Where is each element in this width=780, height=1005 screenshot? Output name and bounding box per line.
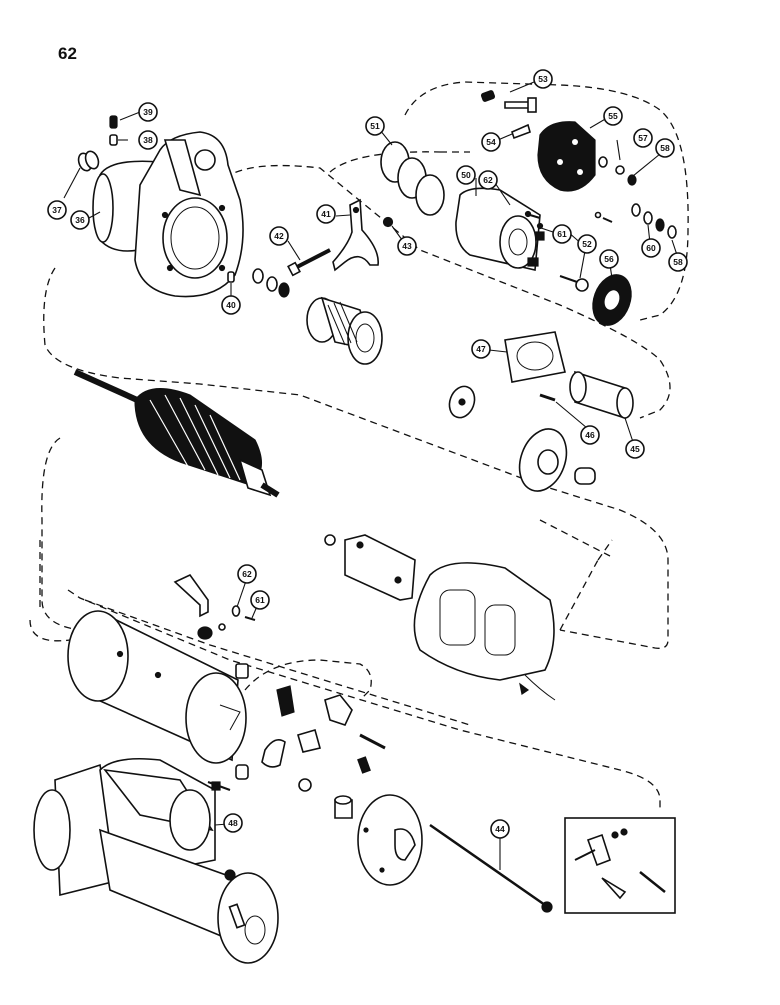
callout-56: 56 [599, 249, 619, 269]
svg-text:45: 45 [630, 444, 640, 454]
inset-detail-box [564, 817, 676, 914]
svg-text:55: 55 [608, 111, 618, 121]
svg-text:52: 52 [582, 239, 592, 249]
callout-54: 54 [481, 132, 501, 152]
svg-text:44: 44 [495, 824, 505, 834]
part-36-drive-housing [92, 131, 244, 298]
svg-text:46: 46 [585, 430, 595, 440]
svg-text:41: 41 [321, 209, 331, 219]
terminal-strap [173, 573, 209, 618]
part-51-rings [380, 141, 445, 216]
svg-text:42: 42 [274, 231, 284, 241]
svg-text:48: 48 [228, 818, 238, 828]
part-46-pin [539, 393, 556, 402]
callout-51: 51 [365, 116, 385, 136]
part-42-bolt [287, 248, 331, 277]
callout-61-lower: 61 [250, 590, 270, 610]
part-47-gasket [504, 331, 566, 383]
lower-screws [197, 605, 256, 640]
svg-text:39: 39 [143, 107, 153, 117]
pole-shoe [324, 534, 416, 601]
part-40-pin [227, 271, 235, 283]
svg-text:53: 53 [538, 74, 548, 84]
part-37-bushing [77, 150, 100, 172]
svg-text:61: 61 [255, 595, 265, 605]
end-washer [298, 778, 312, 792]
drive-washers [252, 268, 290, 298]
page-number: 62 [58, 44, 77, 63]
callout-42: 42 [269, 226, 289, 246]
callout-60: 60 [641, 238, 661, 258]
field-frame [67, 610, 247, 764]
svg-text:47: 47 [476, 344, 486, 354]
terminal-hardware [594, 156, 677, 239]
end-bushing [334, 795, 353, 819]
part-53-spring-bolt [480, 90, 537, 113]
part-43-nut [382, 216, 394, 228]
part-38-39-pins [109, 115, 118, 146]
svg-text:43: 43 [402, 241, 412, 251]
callout-62-upper: 62 [478, 170, 498, 190]
callout-39: 39 [138, 102, 158, 122]
drive-pinion-assembly [306, 296, 383, 365]
svg-text:50: 50 [461, 170, 471, 180]
svg-text:62: 62 [242, 569, 252, 579]
callout-43: 43 [397, 236, 417, 256]
part-55-end-cap [537, 121, 596, 192]
part-50-solenoid [455, 187, 545, 271]
callout-47: 47 [471, 339, 491, 359]
commutator-end-plate [357, 794, 423, 886]
svg-text:56: 56 [604, 254, 614, 264]
solenoid-screws [524, 210, 544, 230]
callout-55: 55 [603, 106, 623, 126]
callout-36: 36 [70, 210, 90, 230]
part-41-shift-lever [332, 198, 379, 272]
svg-text:36: 36 [75, 215, 85, 225]
svg-text:58: 58 [673, 257, 683, 267]
callout-50: 50 [456, 165, 476, 185]
callout-61-upper: 61 [552, 224, 572, 244]
callout-38: 38 [138, 130, 158, 150]
svg-text:62: 62 [483, 175, 493, 185]
callouts: 37 36 38 39 40 41 42 43 44 45 46 47 48 5… [47, 69, 688, 839]
callout-48: 48 [223, 813, 243, 833]
svg-text:57: 57 [638, 133, 648, 143]
callout-46: 46 [580, 425, 600, 445]
field-coils [413, 562, 556, 701]
part-45-sleeve [569, 370, 634, 420]
part-52-contact [559, 275, 589, 292]
callout-58-lower: 58 [668, 252, 688, 272]
callout-53: 53 [533, 69, 553, 89]
svg-text:51: 51 [370, 121, 380, 131]
svg-text:38: 38 [143, 135, 153, 145]
svg-text:61: 61 [557, 229, 567, 239]
armature [73, 369, 280, 498]
svg-text:54: 54 [486, 137, 496, 147]
callout-41: 41 [316, 204, 336, 224]
callout-57: 57 [633, 128, 653, 148]
part-56-plate [592, 274, 632, 326]
part-48-starter-assembly [33, 757, 279, 964]
small-bolt [357, 733, 386, 774]
svg-text:58: 58 [660, 143, 670, 153]
brush-parts [235, 663, 353, 780]
callout-37: 37 [47, 200, 67, 220]
callout-62-lower: 62 [237, 564, 257, 584]
svg-text:60: 60 [646, 243, 656, 253]
callout-52: 52 [577, 234, 597, 254]
thrust-washer [448, 385, 476, 419]
callout-45: 45 [625, 439, 645, 459]
callout-58-upper: 58 [655, 138, 675, 158]
callout-40: 40 [221, 295, 241, 315]
part-54-clip [511, 123, 531, 140]
svg-text:40: 40 [226, 300, 236, 310]
brake-disc [518, 428, 596, 492]
callout-44: 44 [490, 819, 510, 839]
svg-text:37: 37 [52, 205, 62, 215]
part-44-through-bolt [429, 823, 553, 913]
